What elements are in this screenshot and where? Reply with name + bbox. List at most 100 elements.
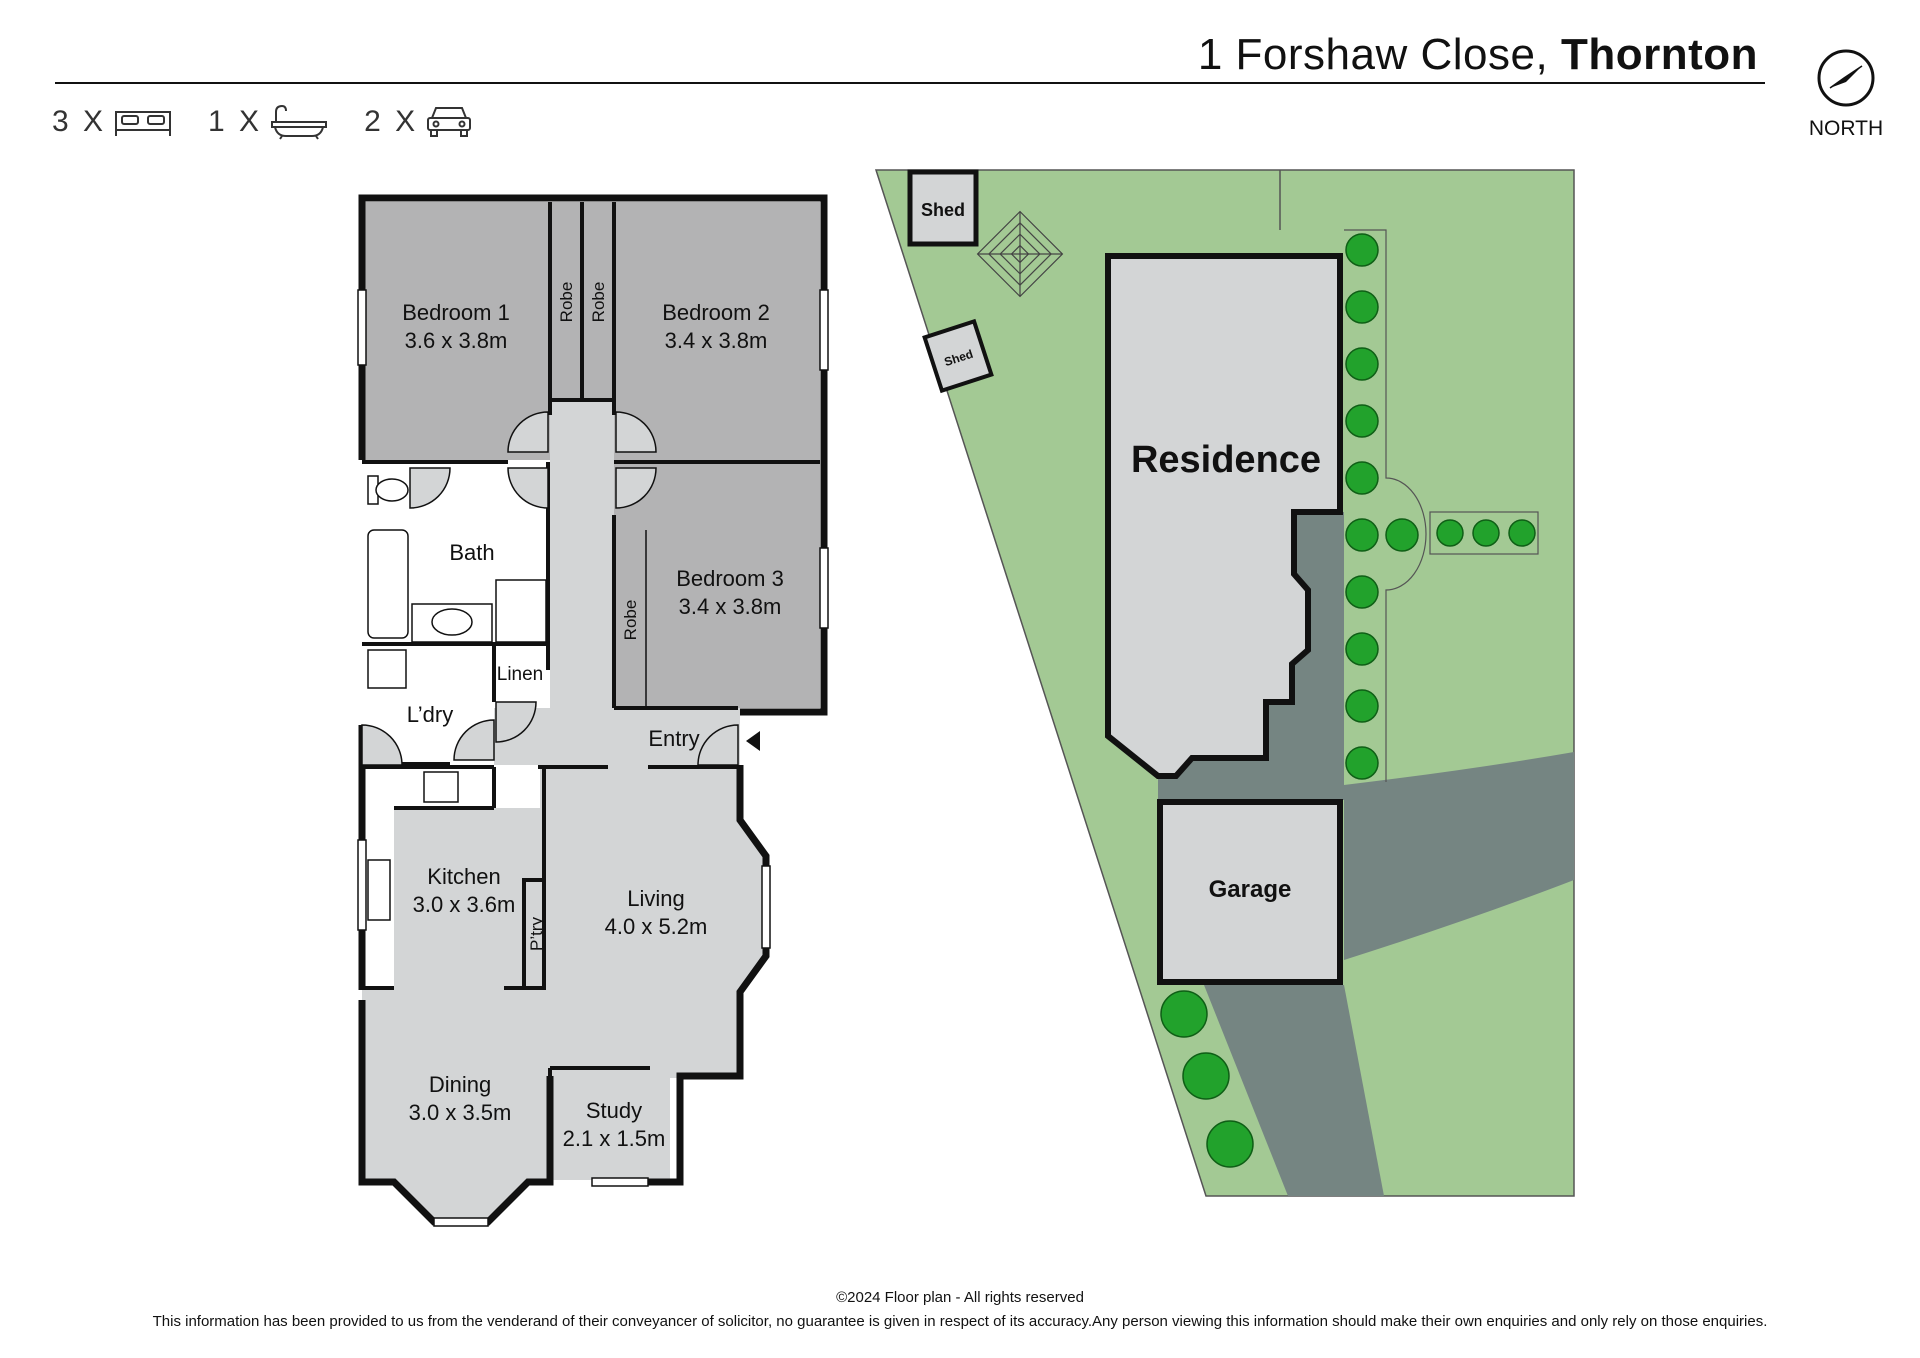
car-count-text: 2 X bbox=[364, 105, 419, 138]
cooktop bbox=[423, 771, 459, 803]
tree-icon bbox=[1345, 518, 1379, 552]
tree-icon bbox=[1385, 518, 1419, 552]
header-divider bbox=[55, 82, 1765, 84]
driveway-curve bbox=[1344, 752, 1574, 960]
entry-door bbox=[697, 724, 739, 766]
tree-icon bbox=[1345, 632, 1379, 666]
address-text: 1 Forshaw Close, bbox=[1197, 30, 1549, 79]
living-size: 4.0 x 5.2m bbox=[605, 914, 708, 939]
dining-window bbox=[433, 1217, 489, 1227]
suburb-text: Thornton bbox=[1560, 30, 1758, 79]
kitchen-name: Kitchen bbox=[427, 864, 500, 889]
bed1-door bbox=[507, 411, 549, 453]
toilet-bowl bbox=[375, 478, 409, 502]
bath-name: Bath bbox=[449, 540, 494, 565]
bed3-window bbox=[819, 547, 829, 629]
laundry-door bbox=[453, 719, 495, 761]
residence-label: Residence bbox=[1131, 439, 1321, 481]
east-wall bbox=[592, 765, 770, 1186]
bedroom-2-name: Bedroom 2 bbox=[662, 300, 770, 325]
site-plan: Residence Garage Shed Shed bbox=[874, 169, 1575, 1197]
tree-icon bbox=[1345, 689, 1379, 723]
bed-icon bbox=[114, 106, 172, 138]
bedroom-count-text: 3 X bbox=[52, 105, 107, 138]
bed3-door bbox=[615, 467, 657, 509]
disclaimer-text: This information has been provided to us… bbox=[152, 1313, 1768, 1330]
shed-2: Shed bbox=[922, 318, 994, 394]
bedroom-1-size: 3.6 x 3.8m bbox=[405, 328, 508, 353]
tree-icon bbox=[1508, 519, 1536, 547]
kitchen-size: 3.0 x 3.6m bbox=[413, 892, 516, 917]
feature-summary: 3 X 1 X 2 X bbox=[52, 104, 508, 140]
tree-icon bbox=[1345, 290, 1379, 324]
bathroom-count-text: 1 X bbox=[208, 105, 263, 138]
robe-1-name: Robe bbox=[557, 282, 576, 323]
bathtub-icon bbox=[270, 104, 328, 140]
north-wall bbox=[358, 194, 828, 716]
doors bbox=[361, 411, 739, 766]
bed1-window bbox=[357, 289, 367, 366]
property-title: 1 Forshaw Close, Thornton bbox=[1198, 30, 1758, 80]
kitchen-floor bbox=[394, 808, 540, 990]
tree-icon bbox=[1345, 404, 1379, 438]
study-name: Study bbox=[586, 1098, 642, 1123]
kitchen-window bbox=[357, 839, 367, 931]
study-window bbox=[591, 1177, 649, 1187]
tree-icon bbox=[1472, 519, 1500, 547]
dining-name: Dining bbox=[429, 1072, 491, 1097]
car-count: 2 X bbox=[364, 104, 472, 140]
robe-2-name: Robe bbox=[589, 282, 608, 323]
room-labels: Bedroom 1 3.6 x 3.8m Bedroom 2 3.4 x 3.8… bbox=[402, 282, 784, 1151]
tree-icon bbox=[1345, 347, 1379, 381]
lot-boundary bbox=[874, 169, 1575, 1197]
dining-size: 3.0 x 3.5m bbox=[409, 1100, 512, 1125]
pergola-icon bbox=[976, 210, 1064, 298]
living-name: Living bbox=[627, 886, 684, 911]
car-icon bbox=[426, 104, 472, 140]
bath-door bbox=[507, 467, 549, 509]
entry-arrow-icon bbox=[746, 731, 760, 751]
laundry-tub bbox=[367, 649, 407, 689]
north-label: NORTH bbox=[1808, 117, 1884, 140]
living-window bbox=[761, 865, 771, 949]
residence bbox=[1105, 253, 1343, 779]
tree-icon bbox=[1345, 746, 1379, 780]
study-size: 2.1 x 1.5m bbox=[563, 1126, 666, 1151]
shed-1-label: Shed bbox=[921, 200, 965, 220]
bedroom-3-size: 3.4 x 3.8m bbox=[679, 594, 782, 619]
floor-plan: Bedroom 1 3.6 x 3.8m Bedroom 2 3.4 x 3.8… bbox=[357, 194, 829, 1227]
study-floor bbox=[550, 1068, 670, 1180]
planter-box bbox=[1429, 511, 1539, 555]
bath-basin bbox=[431, 608, 473, 636]
bed2-window bbox=[819, 289, 829, 371]
garage bbox=[1157, 799, 1343, 985]
entry-floor bbox=[494, 708, 740, 765]
garage-label: Garage bbox=[1209, 876, 1292, 903]
tree-icon bbox=[1160, 990, 1208, 1038]
bedroom-2-size: 3.4 x 3.8m bbox=[665, 328, 768, 353]
bedroom-3-name: Bedroom 3 bbox=[676, 566, 784, 591]
robe-1-floor bbox=[550, 202, 582, 400]
hedge-trees bbox=[1160, 233, 1536, 1168]
bedroom-2-floor bbox=[614, 202, 820, 460]
bathroom-count: 1 X bbox=[208, 104, 328, 140]
compass-icon bbox=[1816, 49, 1876, 112]
north-compass: NORTH bbox=[1808, 48, 1884, 141]
bedroom-3-floor bbox=[614, 460, 820, 708]
hedge-outline bbox=[1344, 229, 1427, 782]
linen-name: Linen bbox=[497, 664, 544, 685]
pantry-name: P’try bbox=[527, 917, 546, 952]
bathtub bbox=[367, 529, 409, 639]
copyright-text: ©2024 Floor plan - All rights reserved bbox=[836, 1289, 1084, 1306]
windows bbox=[357, 289, 829, 1227]
laundry-name: L’dry bbox=[407, 702, 453, 727]
tree-icon bbox=[1345, 233, 1379, 267]
bedroom-1-name: Bedroom 1 bbox=[402, 300, 510, 325]
tree-icon bbox=[1345, 575, 1379, 609]
linen-door bbox=[495, 701, 537, 743]
laundry-ext-door bbox=[361, 724, 403, 766]
shower bbox=[495, 579, 547, 643]
robe-2-floor bbox=[582, 202, 614, 400]
entry-name: Entry bbox=[648, 726, 699, 751]
robe-3-name: Robe bbox=[621, 600, 640, 641]
